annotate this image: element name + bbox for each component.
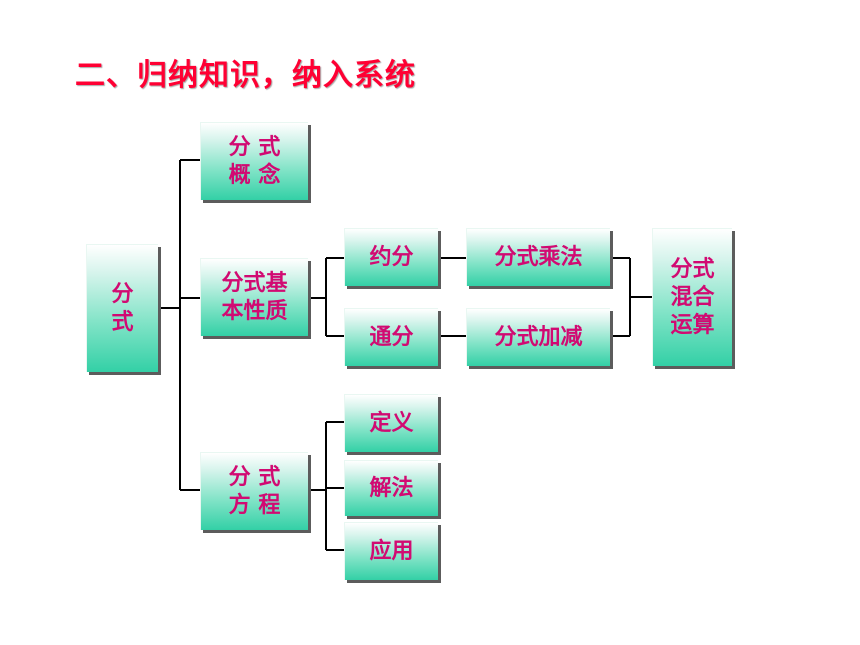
- node-mixed-operations: 分式 混合 运算: [652, 228, 732, 366]
- node-fraction-equation: 分 式 方 程: [200, 452, 308, 530]
- node-application: 应用: [344, 522, 438, 580]
- node-common-denominator: 通分: [344, 308, 438, 366]
- node-fraction-equation-label: 分 式 方 程: [228, 464, 281, 518]
- node-definition: 定义: [344, 394, 438, 452]
- node-application-label: 应用: [369, 538, 414, 564]
- node-multiplication: 分式乘法: [466, 228, 610, 286]
- node-common-denominator-label: 通分: [369, 324, 414, 350]
- node-basic-property-label: 分式基 本性质: [221, 270, 288, 324]
- node-fraction-concept: 分 式 概 念: [200, 122, 308, 200]
- node-mixed-operations-label: 分式 混合 运算: [670, 256, 715, 338]
- node-solution-method: 解法: [344, 460, 438, 516]
- node-multiplication-label: 分式乘法: [494, 244, 583, 270]
- node-fraction-label: 分 式: [111, 281, 134, 335]
- node-basic-property: 分式基 本性质: [200, 258, 308, 336]
- node-addition-subtraction-label: 分式加减: [494, 324, 583, 350]
- node-definition-label: 定义: [369, 410, 414, 436]
- node-reduce-label: 约分: [369, 244, 414, 270]
- node-reduce: 约分: [344, 228, 438, 286]
- node-fraction-concept-label: 分 式 概 念: [228, 134, 281, 188]
- node-solution-method-label: 解法: [369, 475, 414, 501]
- page-title: 二、归纳知识，纳入系统: [75, 58, 416, 93]
- node-fraction: 分 式: [86, 244, 158, 372]
- node-addition-subtraction: 分式加减: [466, 308, 610, 366]
